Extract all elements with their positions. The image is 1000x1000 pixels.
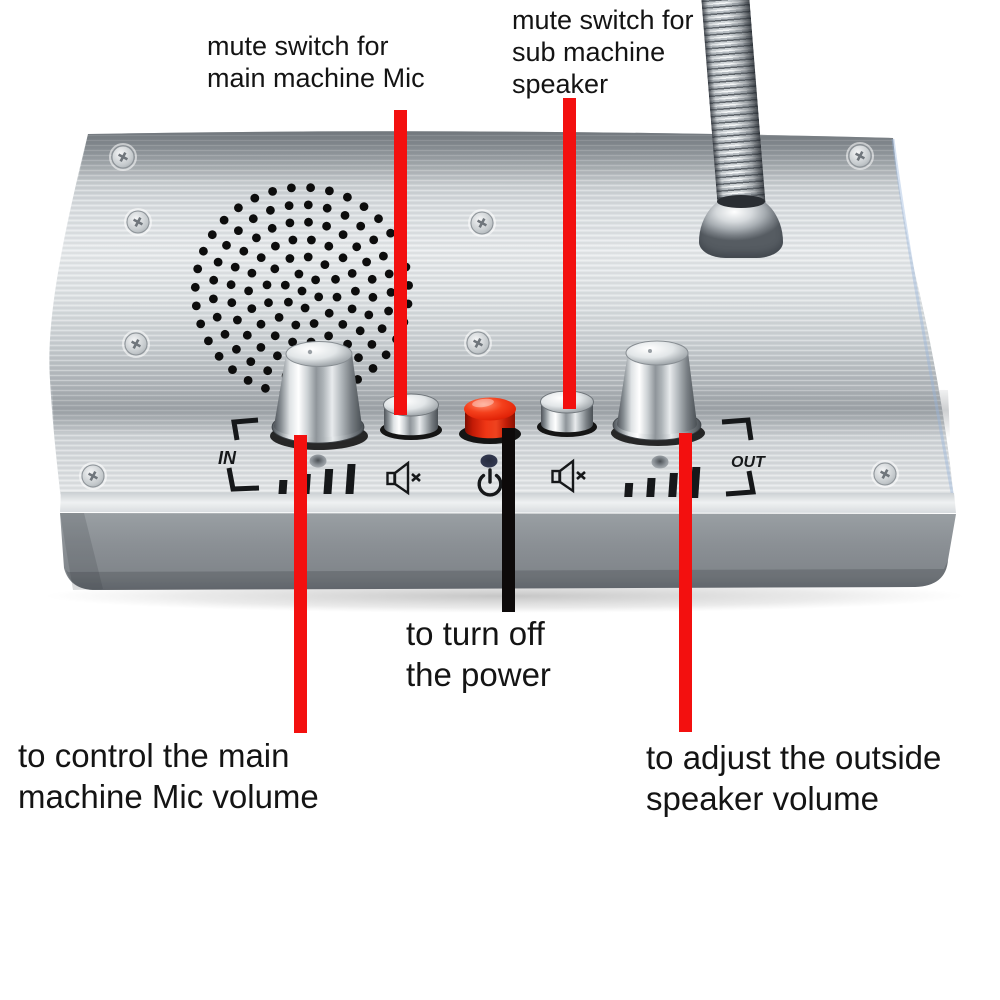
out-label: OUT [731, 454, 766, 471]
callout-label-in-volume: to control the main machine Mic volume [18, 737, 319, 815]
in-indicator-led [309, 454, 327, 468]
mute-button-sub-speaker [537, 390, 597, 437]
callout-line-out-volume [679, 433, 692, 732]
mute-button-main-mic [380, 393, 442, 440]
power-icon [477, 468, 503, 497]
in-bracket [231, 417, 259, 441]
callout-line-power [502, 428, 515, 612]
screw-icon [468, 209, 496, 237]
callout-line-in-volume [294, 435, 307, 733]
callout-label-power: to turn off the power [406, 615, 551, 693]
callout-line-mute-sub [563, 98, 576, 409]
screw-icon [122, 330, 150, 358]
callout-label-mute-sub: mute switch for sub machine speaker [512, 5, 694, 99]
screw-icon [124, 208, 152, 236]
screws [79, 142, 899, 490]
callout-line-mute-main [394, 110, 407, 415]
out-indicator-led [651, 455, 669, 469]
power-indicator-led [480, 454, 498, 468]
out-bracket [721, 417, 754, 441]
mute-speaker-icon [386, 460, 421, 496]
screw-icon [846, 142, 874, 170]
volume-bars-out [624, 467, 701, 498]
callout-label-out-volume: to adjust the outside speaker volume [646, 739, 942, 817]
screw-icon [464, 329, 492, 357]
mute-speaker-icon [551, 458, 586, 494]
screw-icon [109, 143, 137, 171]
in-label: IN [218, 448, 237, 468]
screw-icon [871, 460, 899, 488]
panel-markings: IN [218, 417, 766, 498]
callout-label-mute-main: mute switch for main machine Mic [207, 31, 425, 93]
screw-icon [79, 462, 107, 490]
